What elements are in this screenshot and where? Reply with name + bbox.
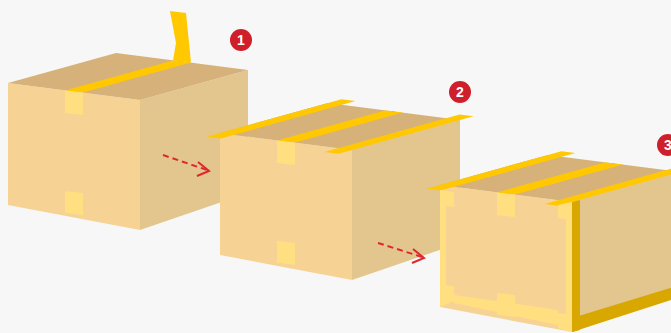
callout-number: 1	[229, 28, 253, 52]
callout-circle	[449, 81, 471, 103]
box-step-1	[8, 11, 248, 230]
callout-circle	[230, 29, 252, 51]
callout-circle	[657, 134, 671, 156]
flow-arrow	[163, 155, 209, 176]
flow-arrow	[378, 243, 424, 263]
box-step-3	[427, 151, 671, 332]
callout-number: 2	[448, 80, 472, 104]
callout-number: 3	[656, 133, 671, 157]
